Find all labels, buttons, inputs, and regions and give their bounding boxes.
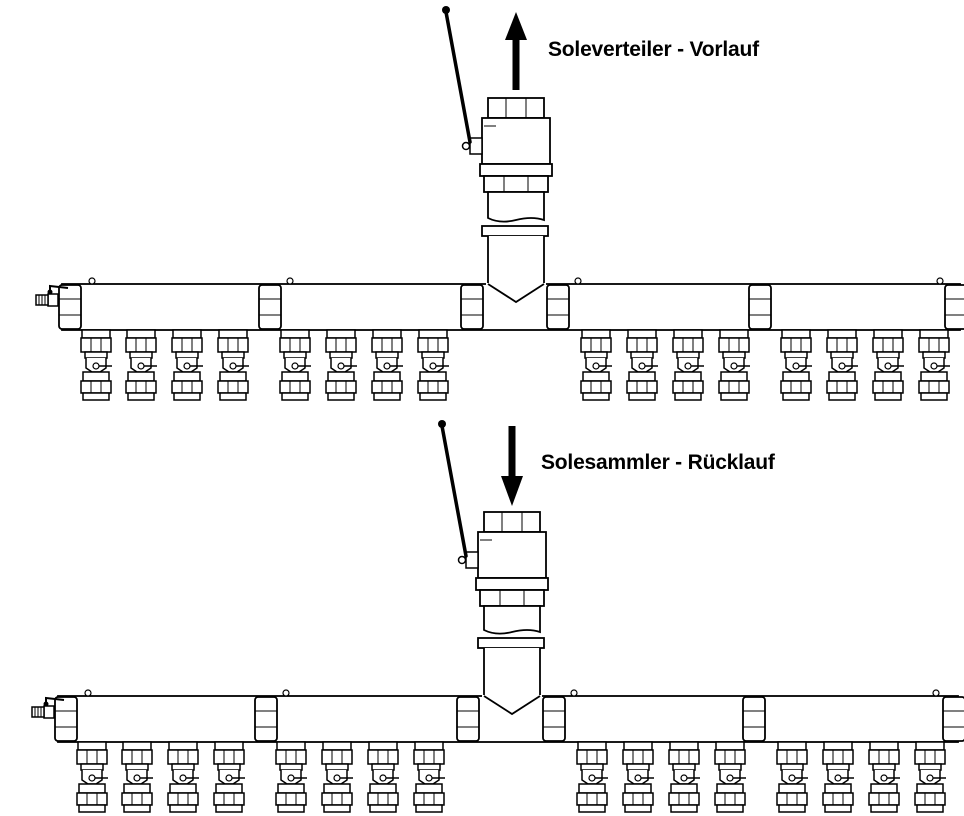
supply-manifold bbox=[35, 4, 964, 401]
return-outlets bbox=[76, 741, 947, 813]
return-header-bar bbox=[57, 695, 959, 743]
return-ball-valve bbox=[436, 418, 550, 608]
supply-ball-valve bbox=[440, 4, 554, 194]
supply-header-bar bbox=[61, 283, 961, 331]
supply-outlets bbox=[80, 329, 951, 401]
supply-label: Soleverteiler - Vorlauf bbox=[548, 38, 759, 61]
return-manifold bbox=[31, 418, 964, 813]
return-label: Solesammler - Rücklauf bbox=[541, 451, 775, 474]
